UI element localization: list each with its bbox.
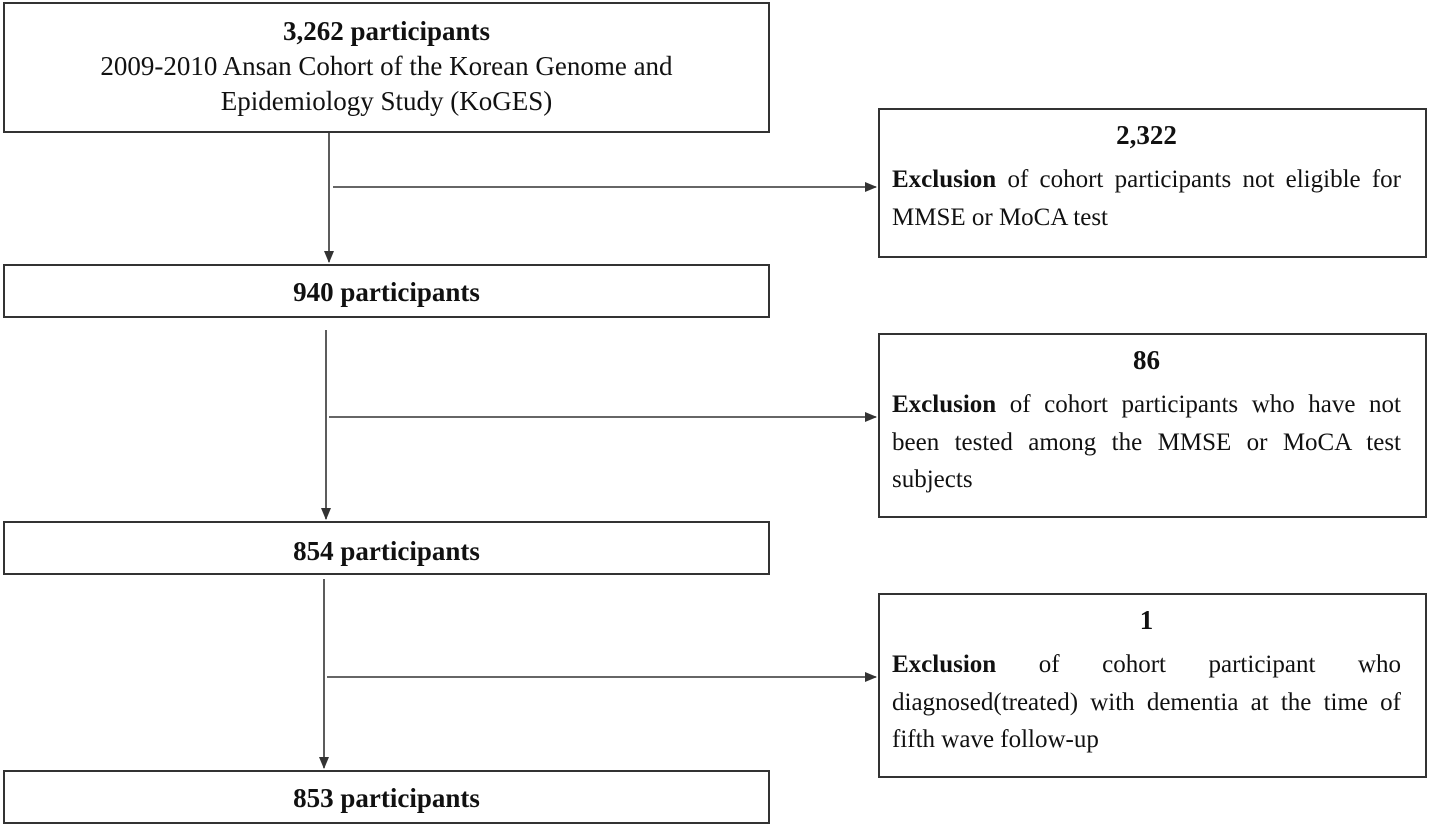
start-cohort-box: 3,262 participants 2009-2010 Ansan Cohor…	[3, 2, 770, 133]
exclusion-keyword: Exclusion	[892, 651, 997, 679]
exclusion-description: Exclusion of cohort participant who diag…	[892, 646, 1401, 759]
exclusion-text: of cohort participant who diagnosed(trea…	[892, 651, 1401, 754]
exclusion-keyword: Exclusion	[892, 166, 997, 194]
exclusion-box-2: 86 Exclusion of cohort participants who …	[878, 333, 1427, 518]
start-count: 3,262 participants	[282, 16, 490, 46]
exclusion-number: 1	[1139, 605, 1154, 635]
exclusion-text: of cohort participants not eligible for …	[892, 166, 1401, 231]
exclusion-keyword: Exclusion	[892, 391, 997, 419]
exclusion-box-1: 2,322 Exclusion of cohort participants n…	[878, 108, 1427, 258]
step-count: 854 participants	[293, 536, 480, 566]
exclusion-text: of cohort participants who have not been…	[892, 391, 1401, 494]
final-box-853: 853 participants	[3, 770, 770, 824]
step-box-940: 940 participants	[3, 264, 770, 318]
exclusion-number: 2,322	[1116, 120, 1177, 150]
exclusion-description: Exclusion of cohort participants who hav…	[892, 386, 1401, 499]
exclusion-box-3: 1 Exclusion of cohort participant who di…	[878, 593, 1427, 778]
final-count: 853 participants	[293, 783, 480, 813]
step-count: 940 participants	[293, 277, 480, 307]
start-desc-line1: 2009-2010 Ansan Cohort of the Korean Gen…	[100, 51, 673, 82]
exclusion-number: 86	[1133, 345, 1160, 375]
step-box-854: 854 participants	[3, 521, 770, 575]
exclusion-description: Exclusion of cohort participants not eli…	[892, 161, 1401, 236]
start-desc-line2: Epidemiology Study (KoGES)	[220, 86, 553, 117]
